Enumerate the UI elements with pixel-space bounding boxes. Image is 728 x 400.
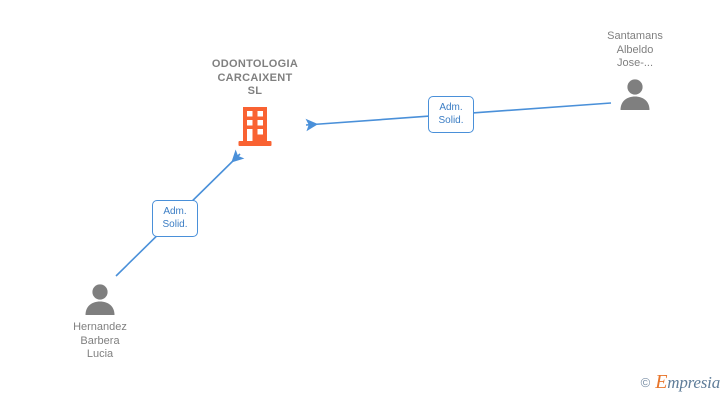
person-name-label: Hernandez Barbera Lucia: [73, 321, 127, 360]
person-icon: [85, 284, 115, 315]
brand-initial: E: [655, 371, 668, 393]
edge-label-top[interactable]: Adm. Solid.: [428, 96, 474, 133]
watermark: © Empresia: [640, 371, 721, 394]
copyright-icon: ©: [640, 375, 651, 390]
person-node-santamans[interactable]: Santamans Albeldo Jose-...: [560, 30, 710, 111]
building-icon: [238, 106, 272, 146]
person-icon: [620, 78, 650, 110]
edge-label-bottom[interactable]: Adm. Solid.: [152, 200, 198, 237]
company-node[interactable]: ODONTOLOGIA CARCAIXENT SL: [185, 58, 325, 147]
person-name-label: Santamans Albeldo Jose-...: [607, 30, 663, 69]
brand-wordmark: Empresia: [655, 371, 720, 394]
brand-rest: mpresia: [667, 373, 720, 392]
company-name-label: ODONTOLOGIA CARCAIXENT SL: [211, 58, 299, 97]
person-node-hernandez[interactable]: Hernandez Barbera Lucia: [25, 282, 175, 362]
